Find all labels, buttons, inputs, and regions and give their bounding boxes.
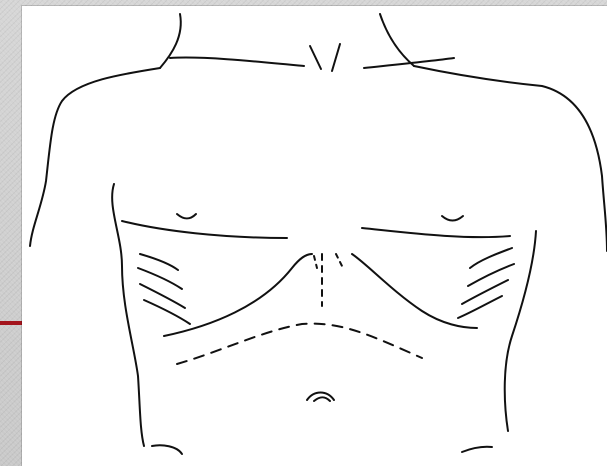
- right-torso-side: [505, 231, 536, 431]
- right-sternal-tick: [336, 254, 342, 266]
- navel-outline: [307, 393, 334, 401]
- right-nipple: [442, 216, 463, 221]
- left-rib-line-1: [140, 254, 178, 270]
- right-clavicle: [364, 58, 454, 68]
- left-pectoral-line: [122, 221, 287, 238]
- neck-right-line: [380, 14, 414, 66]
- right-pectoral-line: [362, 228, 510, 237]
- subcostal-dashed-line: [177, 324, 422, 364]
- right-rib-line-1: [470, 248, 512, 268]
- right-shoulder-outline: [414, 66, 607, 251]
- torso-drawing: [22, 6, 607, 466]
- left-costal-margin: [164, 254, 312, 336]
- left-sternal-tick: [314, 256, 317, 268]
- left-rib-line-4: [144, 300, 190, 324]
- left-hip-line: [152, 445, 182, 454]
- right-rib-line-2: [468, 264, 514, 286]
- left-clavicle: [170, 58, 304, 66]
- neck-left-line: [160, 14, 181, 68]
- torso-illustration: [22, 6, 607, 466]
- right-rib-line-4: [458, 296, 502, 318]
- left-shoulder-outline: [30, 68, 160, 246]
- right-rib-line-3: [462, 280, 508, 304]
- sternal-notch-left: [310, 46, 321, 69]
- right-hip-line: [462, 447, 492, 452]
- navel-inner: [314, 397, 330, 401]
- left-nipple: [177, 214, 196, 219]
- sternal-notch-right: [332, 44, 340, 71]
